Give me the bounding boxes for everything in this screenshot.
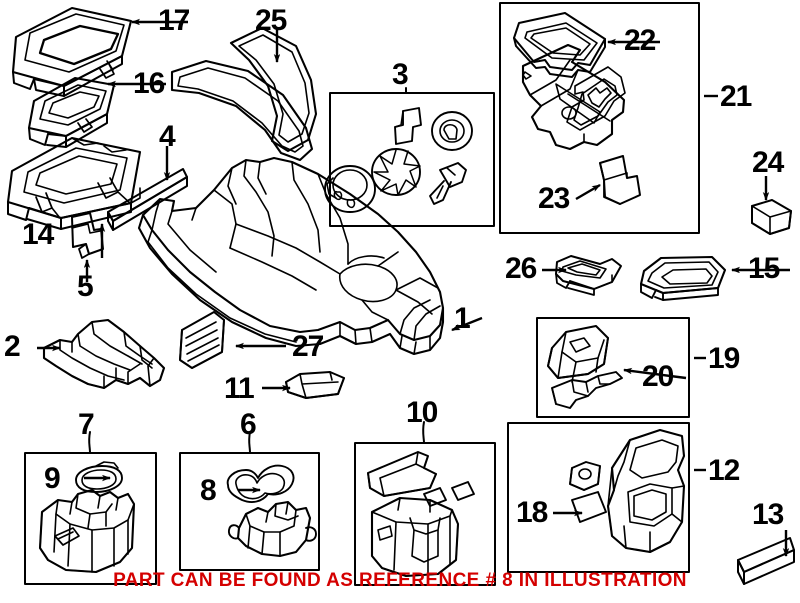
part-18-rear-panel-cap (571, 491, 607, 523)
callout-number-13: 13 (752, 498, 784, 531)
part-15-console-lid-cover (639, 255, 727, 301)
pointer-1 (451, 316, 483, 332)
part-22-shifter-surround-gasket (513, 12, 606, 78)
callout-number-15: 15 (748, 252, 780, 285)
callout-number-4: 4 (159, 120, 176, 153)
callout-number-10: 10 (406, 396, 438, 429)
callout-number-7: 7 (78, 408, 95, 441)
callout-number-16: 16 (133, 67, 165, 100)
callout-number-14: 14 (22, 218, 54, 251)
detail-box-12 (507, 422, 690, 573)
part-2-console-lower-bracket (42, 318, 166, 390)
callout-number-24: 24 (752, 146, 784, 179)
callout-number-25: 25 (255, 4, 287, 37)
pointer-20 (623, 367, 687, 380)
detail-box-7 (24, 431, 157, 585)
part-21-shifter-trim-bezel (521, 43, 626, 151)
callout-number-22: 22 (624, 24, 656, 57)
callout-number-26: 26 (505, 252, 537, 285)
callout-number-8: 8 (200, 474, 217, 507)
callout-number-23: 23 (538, 182, 570, 215)
callout-number-6: 6 (240, 408, 257, 441)
detail-box-10 (354, 421, 496, 586)
callout-number-20: 20 (642, 360, 674, 393)
part-1-center-console-main-body (137, 156, 445, 356)
callout-number-17: 17 (158, 4, 190, 37)
callout-number-9: 9 (44, 462, 61, 495)
part-24-small-console-clip (751, 199, 792, 235)
pointer-23 (575, 183, 601, 201)
part-13-rear-trim-plate (737, 537, 795, 585)
callout-number-12: 12 (708, 454, 740, 487)
part-14-console-front-tray (6, 136, 142, 230)
part-26-console-switch-bezel (555, 255, 622, 296)
reference-disclaimer-text: PART CAN BE FOUND AS REFERENCE # 8 IN IL… (113, 570, 687, 591)
part-20-rear-vent-control-lever (551, 371, 623, 409)
callout-number-1: 1 (454, 302, 471, 335)
part-6-cup-holder-insert-body (227, 500, 317, 558)
callout-number-2: 2 (4, 330, 21, 363)
part-19-rear-vent-housing (547, 325, 609, 383)
callout-number-3: 3 (392, 58, 409, 91)
part-25-console-side-molding (170, 26, 318, 162)
part-8-cup-holder-insert-ring (226, 464, 295, 503)
detail-box-21 (499, 2, 700, 234)
detail-box-6 (179, 431, 320, 571)
part-4-console-side-trim-strip (107, 168, 188, 231)
part-23-bezel-end-cap (599, 155, 641, 205)
callout-number-27: 27 (292, 330, 324, 363)
callout-number-19: 19 (708, 342, 740, 375)
part-27-console-side-vent-grille (179, 311, 225, 369)
callout-number-18: 18 (516, 496, 548, 529)
callout-number-5: 5 (77, 270, 94, 303)
part-16-coin-tray-insert (27, 76, 116, 148)
part-11-console-filler-trim (285, 371, 345, 399)
detail-box-3 (324, 87, 495, 227)
part-7-cup-holder-body (38, 488, 136, 574)
detail-box-19 (536, 317, 690, 418)
part-17-console-upper-lid (11, 6, 133, 97)
callout-number-21: 21 (720, 80, 752, 113)
callout-number-11: 11 (224, 372, 255, 405)
part-12-rear-console-panel (606, 428, 686, 554)
